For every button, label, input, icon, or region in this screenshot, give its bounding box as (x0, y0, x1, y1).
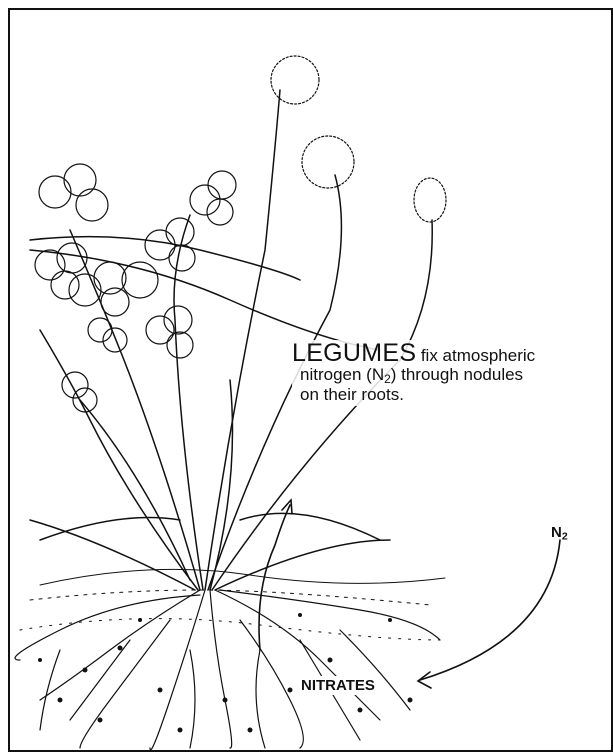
legumes-caption: LEGUMES fix atmospheric nitrogen (N2) th… (292, 340, 539, 406)
n2-label-main: N (551, 524, 562, 541)
caption-line3: on their roots. (292, 386, 535, 404)
caption-line2: nitrogen (N2) through nodules (292, 366, 535, 385)
n2-label-sub: 2 (562, 531, 568, 543)
flower-heads (271, 56, 446, 222)
n2-label: N2 (551, 524, 568, 543)
caption-title: LEGUMES (292, 339, 416, 367)
caption-line2-post: ) through nodules (391, 365, 523, 384)
root-nodules (38, 613, 413, 733)
nitrogen-arrows (259, 500, 560, 688)
caption-line1: fix atmospheric (421, 346, 535, 365)
nitrates-label: NITRATES (298, 676, 378, 695)
caption-line2-pre: nitrogen (N (300, 365, 384, 384)
roots (15, 590, 440, 750)
soil-zone (20, 569, 445, 640)
